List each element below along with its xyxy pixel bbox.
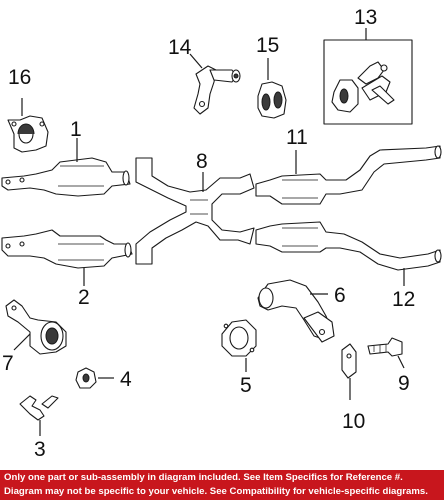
part-13-hanger-kit [323,39,413,125]
part-3-stud-bolt [19,395,59,421]
callout-6: 6 [334,284,346,307]
callout-4: 4 [120,368,132,391]
callout-14: 14 [168,36,192,59]
part-10-clip [341,343,357,379]
part-11-muffler-upper [255,145,442,205]
callout-5: 5 [240,374,252,397]
disclaimer-banner: Only one part or sub-assembly in diagram… [0,470,444,500]
part-15-hanger-insulator [257,81,287,119]
callout-2: 2 [78,286,90,309]
callout-16: 16 [8,66,31,89]
part-5-gasket [221,319,257,357]
exhaust-parts-diagram: 16 14 15 13 1 [1,6,442,461]
leader-14 [189,53,203,69]
callout-7: 7 [2,352,14,375]
part-6-pipe-elbow [257,279,335,343]
part-2-converter-lower [1,229,133,269]
leader-9 [397,355,405,369]
part-7-heat-shield [5,299,67,355]
callout-1: 1 [70,118,82,141]
callout-12: 12 [392,288,415,311]
disclaimer-line-1: Only one part or sub-assembly in diagram… [4,472,403,483]
callout-3: 3 [34,438,46,461]
leader-7 [13,333,31,351]
part-4-nut [75,367,97,389]
part-9-bolt [367,337,403,357]
disclaimer-line-2: Diagram may not be specific to your vehi… [4,486,428,497]
callout-10: 10 [342,410,365,433]
part-1-converter-upper [1,157,131,197]
part-14-bracket [193,65,241,115]
callout-8: 8 [196,150,208,173]
part-16-flange-gasket [7,115,49,153]
callout-13: 13 [354,6,377,29]
callout-9: 9 [398,372,410,395]
callout-15: 15 [256,34,279,57]
part-12-muffler-lower [255,221,442,271]
callout-11: 11 [286,126,308,149]
part-8-crossover-pipe [135,157,255,265]
